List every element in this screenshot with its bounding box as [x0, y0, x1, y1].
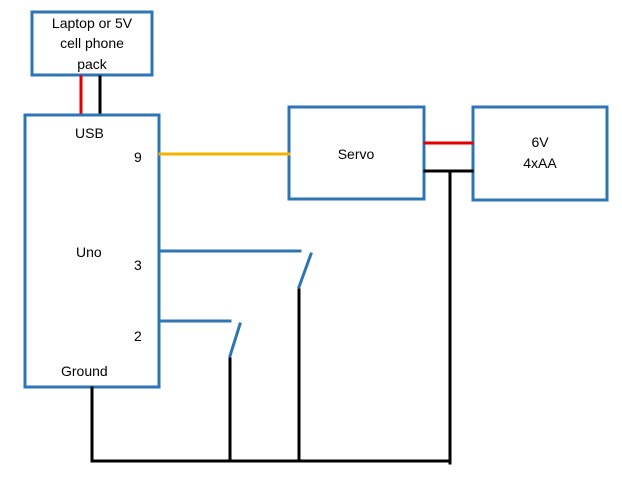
pin3-switch	[158, 249, 313, 289]
uno-pin2-label: 2	[134, 328, 142, 344]
uno-pin3-label: 3	[134, 257, 142, 273]
battery-pack: 6V 4xAA	[471, 105, 609, 202]
servo-label: Servo	[338, 146, 375, 162]
servo: Servo	[287, 105, 426, 201]
uno-usb-label: USB	[75, 125, 104, 141]
pin2-switch-lever	[228, 322, 242, 358]
power-pack-box	[30, 10, 154, 77]
pin3-switch-lever	[297, 252, 313, 289]
uno-name-label: Uno	[76, 244, 102, 260]
power-pack: Laptop or 5V cell phone pack	[30, 10, 154, 77]
battery-box	[471, 105, 609, 202]
power-pack-label-line3: pack	[77, 56, 108, 72]
power-pack-label-line2: cell phone	[60, 35, 124, 51]
battery-label-line2: 4xAA	[523, 155, 557, 171]
uno-ground-label: Ground	[61, 363, 108, 379]
uno-pin9-label: 9	[134, 149, 142, 165]
ground-bus	[90, 169, 452, 465]
uno-board: USB 9 Uno 3 2 Ground	[23, 113, 161, 389]
battery-label-line1: 6V	[531, 134, 549, 150]
power-pack-label-line1: Laptop or 5V	[52, 15, 133, 31]
pin2-switch	[158, 319, 242, 358]
uno-box	[23, 113, 161, 389]
